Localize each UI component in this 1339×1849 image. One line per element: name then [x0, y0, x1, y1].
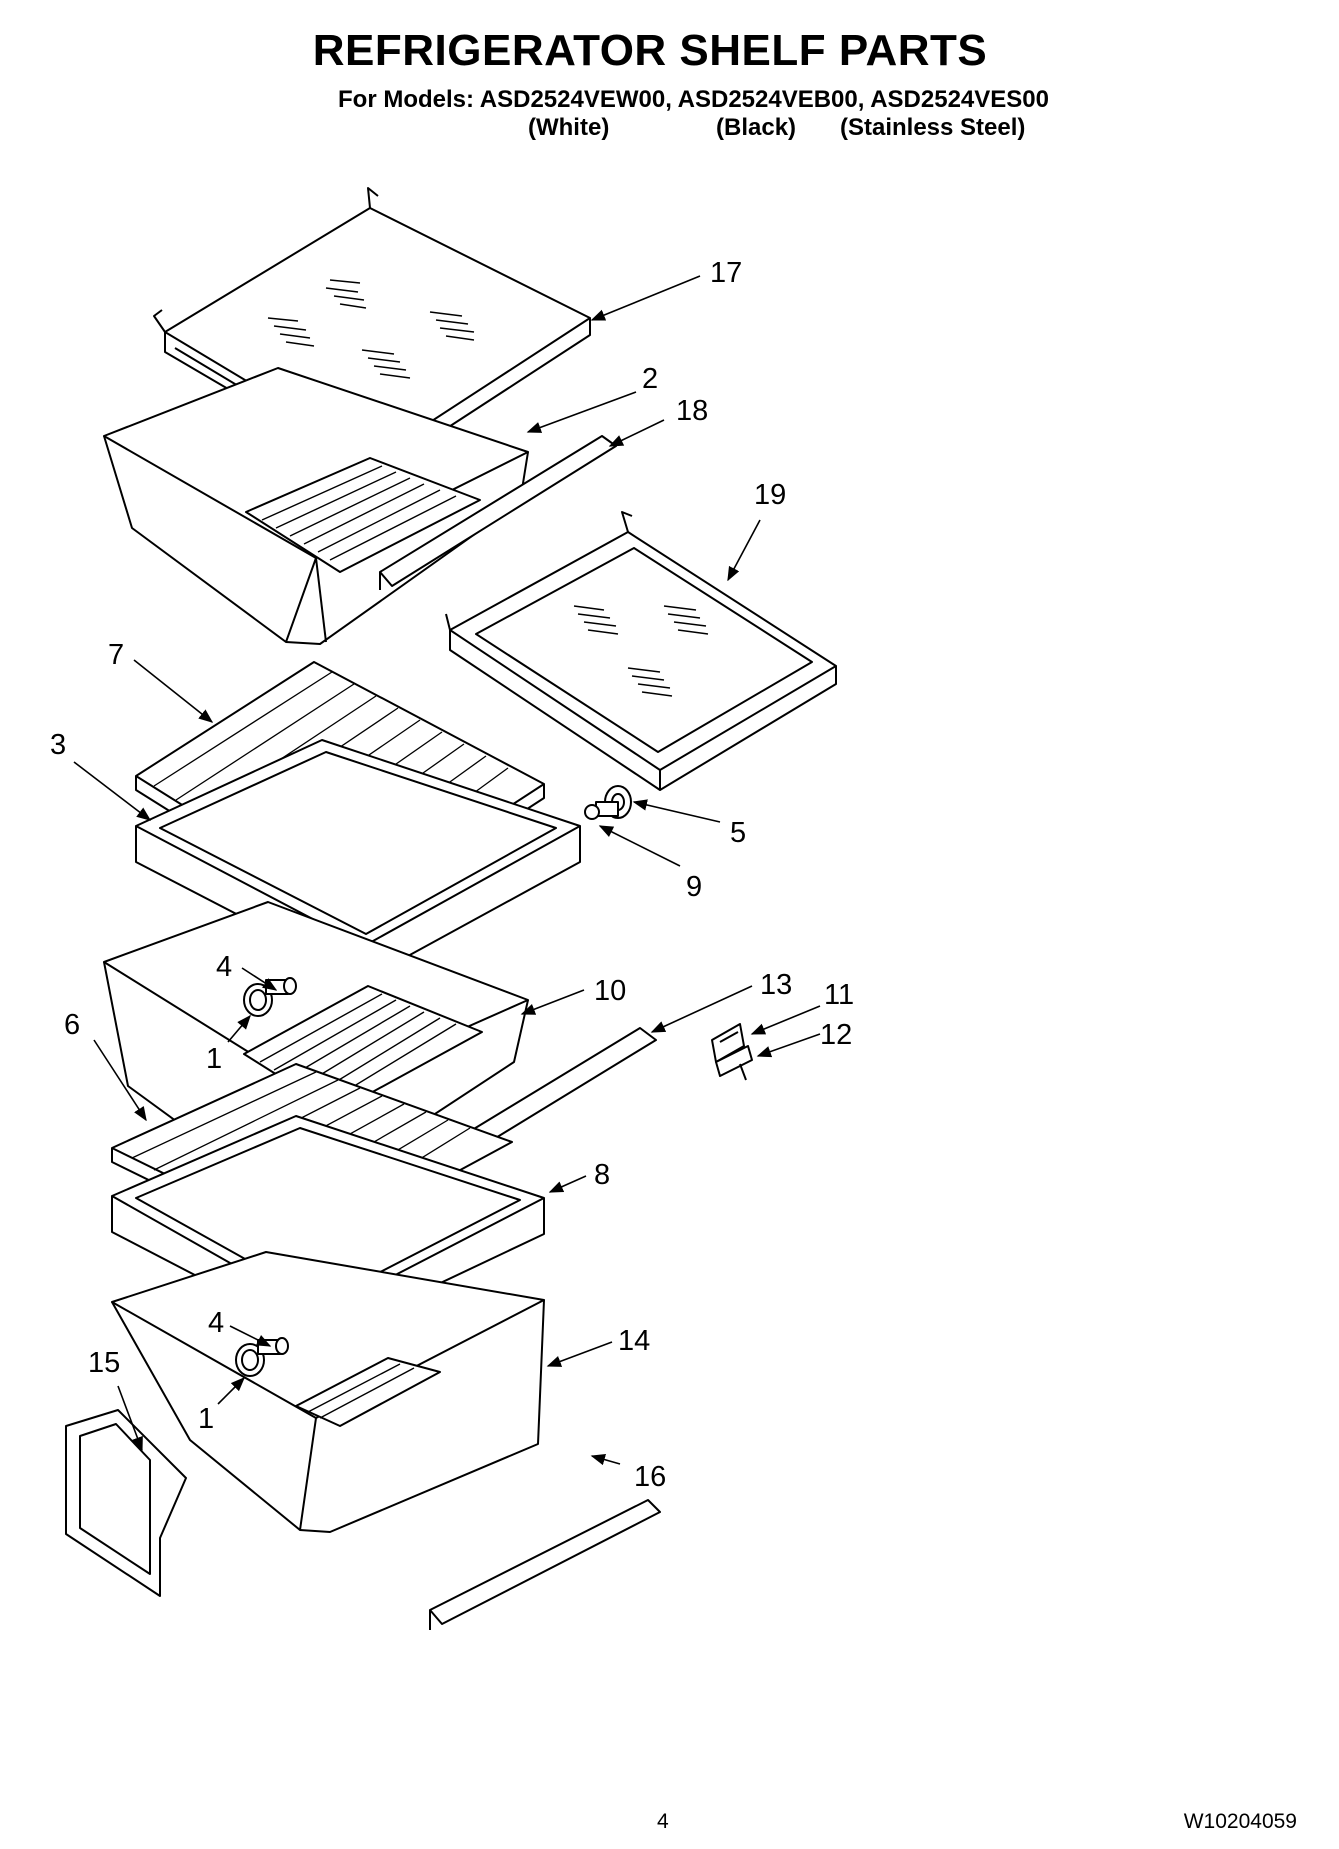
callout-15: 15 [88, 1347, 120, 1379]
finish-white: (White) [528, 114, 610, 141]
part-19-small-glass-shelf [445, 511, 837, 791]
part-4-knob-shaft-lower [257, 1337, 289, 1355]
callout-1-upper: 1 [206, 1043, 222, 1075]
callout-7: 7 [108, 639, 124, 671]
part-9-screw [584, 801, 619, 820]
part-14-lower-crisper-drawer [111, 1251, 545, 1533]
part-2-upper-crisper-drawer [103, 367, 529, 645]
callout-18: 18 [676, 395, 708, 427]
page-number: 4 [657, 1810, 669, 1833]
callout-16: 16 [634, 1461, 666, 1493]
part-11-clip [711, 1023, 745, 1063]
callout-4-upper: 4 [216, 951, 232, 983]
callout-2: 2 [642, 363, 658, 395]
part-16-drawer-trim [429, 1499, 661, 1630]
callout-17: 17 [710, 257, 742, 289]
document-number: W10204059 [1183, 1810, 1297, 1833]
part-12-clip-base [715, 1045, 753, 1081]
callout-11: 11 [824, 979, 854, 1011]
callout-9: 9 [686, 871, 702, 903]
callout-3: 3 [50, 729, 66, 761]
callout-4-lower: 4 [208, 1307, 224, 1339]
part-3-cover-frame [135, 739, 581, 981]
finish-stainless: (Stainless Steel) [840, 114, 1026, 141]
callout-13: 13 [760, 969, 792, 1001]
finish-black: (Black) [716, 114, 797, 141]
part-15-label-window [65, 1409, 187, 1597]
callout-5: 5 [730, 817, 746, 849]
callout-14: 14 [618, 1325, 650, 1357]
callout-19: 19 [754, 479, 786, 511]
page-title: REFRIGERATOR SHELF PARTS [312, 26, 988, 75]
callout-10: 10 [594, 975, 626, 1007]
models-line: For Models: ASD2524VEW00, ASD2524VEB00, … [338, 86, 1049, 113]
callout-8: 8 [594, 1159, 610, 1191]
callout-6: 6 [64, 1009, 80, 1041]
callout-1-lower: 1 [198, 1403, 214, 1435]
callout-12: 12 [820, 1019, 852, 1051]
